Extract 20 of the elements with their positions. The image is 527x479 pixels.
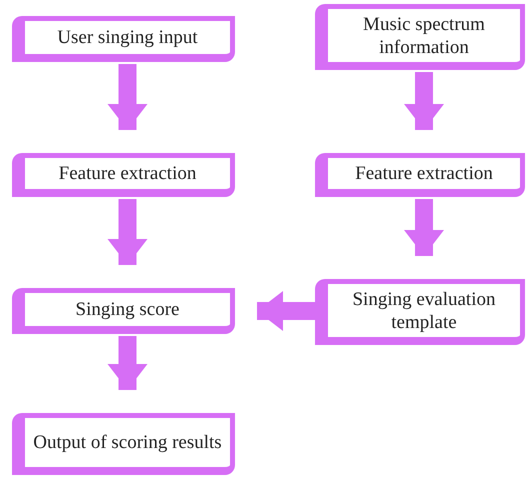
arrow bbox=[404, 199, 444, 256]
box-label: Music spectrum information bbox=[362, 12, 486, 58]
box-label: Feature extraction bbox=[355, 162, 493, 185]
process-box bbox=[315, 279, 525, 345]
process-box bbox=[315, 153, 525, 197]
process-box bbox=[12, 413, 235, 475]
box-label: Output of scoring results bbox=[33, 431, 222, 454]
process-box bbox=[12, 288, 235, 334]
process-box bbox=[12, 153, 235, 197]
arrow bbox=[404, 72, 444, 130]
arrow bbox=[108, 199, 148, 265]
process-box bbox=[315, 4, 525, 70]
box-label: Singing score bbox=[76, 298, 180, 321]
arrow bbox=[108, 336, 148, 390]
box-label: User singing input bbox=[57, 26, 198, 49]
arrow bbox=[108, 64, 148, 130]
process-box bbox=[12, 16, 235, 62]
box-label: Feature extraction bbox=[58, 162, 196, 185]
box-label: Singing evaluation template bbox=[351, 288, 496, 334]
arrow bbox=[257, 291, 315, 331]
